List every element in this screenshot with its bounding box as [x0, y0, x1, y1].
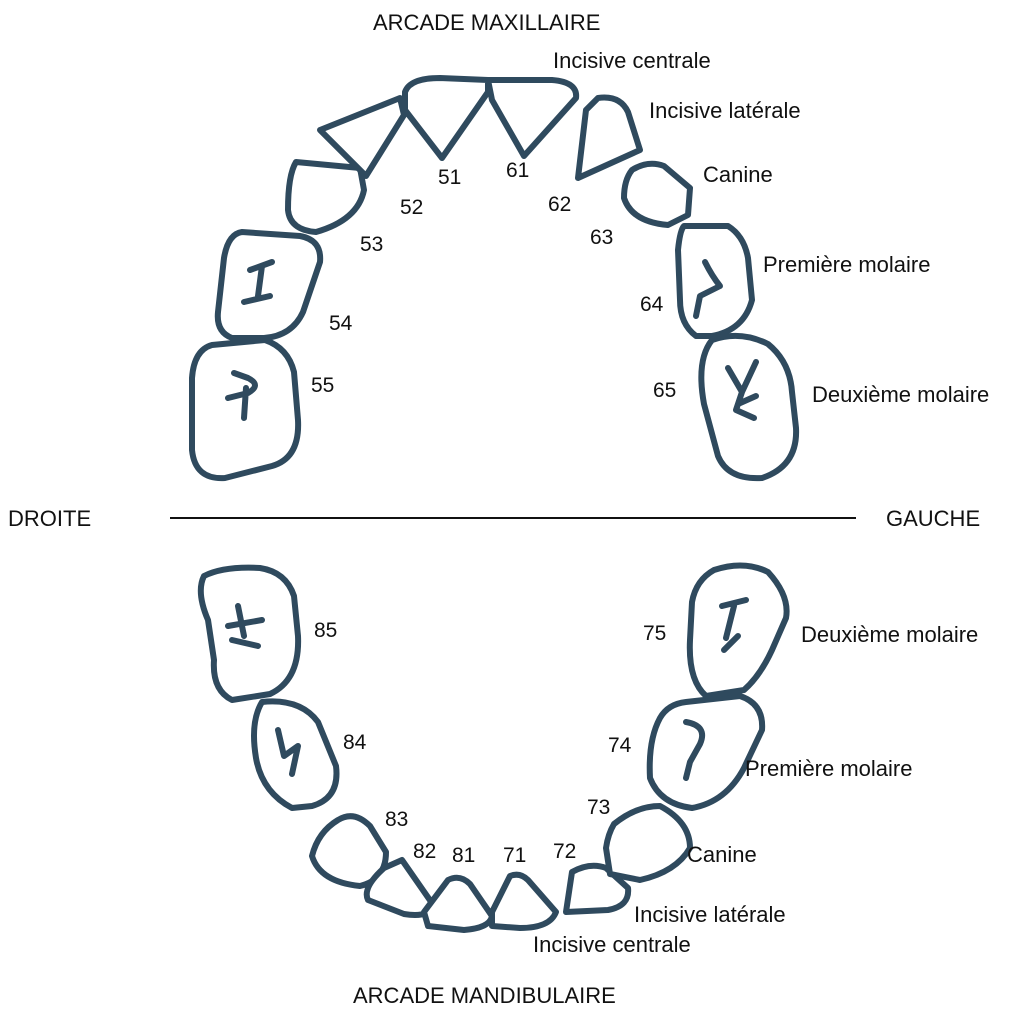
upper-canine-label: Canine	[703, 162, 773, 187]
tooth-73	[606, 806, 690, 880]
tooth-85	[201, 568, 298, 700]
tooth-number-65: 65	[653, 379, 676, 402]
tooth-number-54: 54	[329, 312, 353, 335]
lower-arch-title: ARCADE MANDIBULAIRE	[353, 983, 616, 1008]
tooth-number-52: 52	[400, 196, 423, 219]
tooth-54	[218, 232, 320, 338]
tooth-number-73: 73	[587, 796, 610, 819]
upper-lateral-incisor-label: Incisive latérale	[649, 98, 801, 123]
tooth-74	[650, 696, 762, 808]
lower-central-incisor-label: Incisive centrale	[533, 932, 691, 957]
lower-arch	[201, 565, 787, 930]
tooth-62	[578, 98, 640, 178]
lower-canine-label: Canine	[687, 842, 757, 867]
tooth-number-81: 81	[452, 844, 475, 867]
tooth-number-82: 82	[413, 840, 436, 863]
tooth-81	[424, 878, 492, 930]
lower-first-molar-label: Première molaire	[745, 756, 913, 781]
upper-arch	[192, 78, 796, 478]
right-side-label: DROITE	[8, 506, 91, 531]
tooth-number-53: 53	[360, 233, 383, 256]
lower-lateral-incisor-label: Incisive latérale	[634, 902, 786, 927]
tooth-number-62: 62	[548, 193, 571, 216]
tooth-51	[405, 78, 488, 158]
upper-second-molar-label: Deuxième molaire	[812, 382, 989, 407]
tooth-number-83: 83	[385, 808, 408, 831]
tooth-number-75: 75	[643, 622, 666, 645]
tooth-53	[288, 162, 364, 232]
tooth-number-84: 84	[343, 731, 367, 754]
lower-second-molar-label: Deuxième molaire	[801, 622, 978, 647]
upper-central-incisor-label: Incisive centrale	[553, 48, 711, 73]
tooth-number-85: 85	[314, 619, 337, 642]
tooth-number-51: 51	[438, 166, 461, 189]
upper-arch-title: ARCADE MAXILLAIRE	[373, 10, 600, 35]
tooth-number-63: 63	[590, 226, 613, 249]
upper-first-molar-label: Première molaire	[763, 252, 931, 277]
tooth-number-64: 64	[640, 293, 664, 316]
tooth-number-55: 55	[311, 374, 334, 397]
left-side-label: GAUCHE	[886, 506, 980, 531]
tooth-number-72: 72	[553, 840, 576, 863]
tooth-number-71: 71	[503, 844, 526, 867]
tooth-61	[488, 80, 576, 156]
tooth-number-61: 61	[506, 159, 529, 182]
tooth-71	[492, 875, 556, 928]
tooth-65	[701, 336, 796, 478]
tooth-63	[624, 164, 690, 225]
tooth-75	[690, 565, 787, 696]
tooth-number-74: 74	[608, 734, 632, 757]
